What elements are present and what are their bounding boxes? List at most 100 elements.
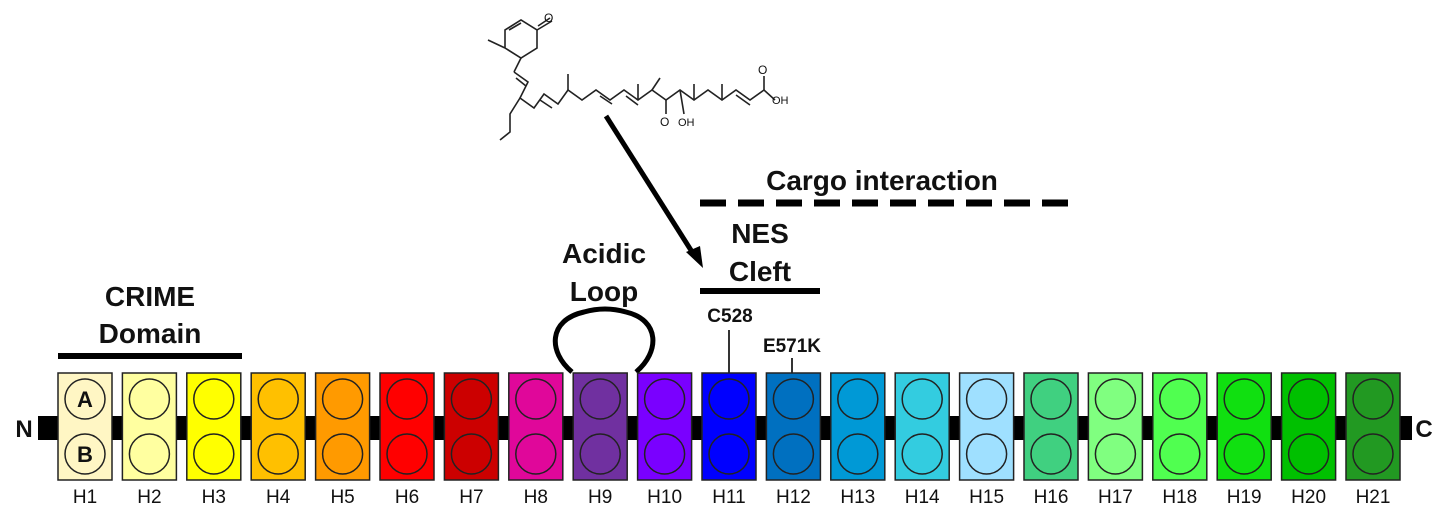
helix-a-circle [579, 378, 621, 420]
helix-label: H12 [776, 487, 811, 508]
helix-repeat-h13: H13 [830, 372, 886, 508]
helix-b-circle [708, 433, 750, 475]
residue-c528-label: C528 [707, 306, 752, 327]
crime-label-line2: Domain [99, 318, 202, 349]
helix-a-circle [321, 378, 364, 420]
helix-b-circle [772, 433, 815, 475]
acid-oh-label: OH [772, 95, 789, 107]
helix-repeat-h5: H5 [314, 372, 371, 508]
helix-b-circle [1094, 433, 1137, 475]
helix-label: H7 [459, 487, 483, 508]
helix-label: H2 [137, 487, 161, 508]
helix-b-circle [450, 433, 493, 475]
ketone-o-label: O [660, 115, 669, 129]
helix-label: H16 [1034, 487, 1069, 508]
methyl-bond [487, 39, 506, 49]
helix-label: H21 [1356, 487, 1391, 508]
methyl-3 [651, 77, 661, 91]
helix-label: H20 [1291, 487, 1326, 508]
helix-b-circle [1030, 433, 1072, 475]
helix-repeat-h9: H9 [572, 372, 628, 508]
helix-repeat-h1: A B H1 [57, 372, 113, 508]
binding-arrow [603, 114, 703, 268]
residue-e571k-label: E571K [763, 336, 821, 357]
helix-b-circle [386, 433, 428, 475]
helix-repeat-h18: H18 [1152, 372, 1208, 508]
helix-label: H8 [524, 487, 548, 508]
helix-repeat-h11: H11 [701, 372, 757, 508]
molecule-structure [487, 17, 776, 141]
helix-repeat-h19: H19 [1216, 372, 1272, 508]
helix-label: H3 [202, 487, 226, 508]
helix-a-circle [64, 378, 106, 420]
helix-repeat-h10: H10 [636, 372, 693, 508]
helix-b-circle [128, 433, 171, 475]
helix-label: H18 [1162, 487, 1197, 508]
helix-label: H10 [647, 487, 682, 508]
helix-label: H1 [73, 487, 97, 508]
double-bond-4 [625, 95, 639, 106]
helix-repeat-h16: H16 [1023, 372, 1079, 508]
helix-a-circle [708, 378, 750, 420]
helix-label: H13 [840, 487, 875, 508]
molecule-o-label: O [544, 11, 553, 25]
helix-b-circle [1159, 433, 1201, 475]
helix-repeat-h17: H17 [1087, 372, 1144, 508]
c-terminus-label: C [1415, 416, 1432, 443]
crime-label-line1: CRIME [105, 281, 195, 312]
nes-label-line1: NES [731, 218, 789, 249]
helix-label: H17 [1098, 487, 1133, 508]
double-bond-1 [515, 77, 527, 87]
hydroxyl-bond [679, 89, 685, 115]
helix-a-circle [1352, 378, 1394, 420]
cargo-interaction-label: Cargo interaction [766, 165, 998, 196]
helix-a-circle [1159, 378, 1201, 420]
chain-link [513, 57, 522, 73]
helix-b-circle [257, 433, 299, 475]
helix-label: H15 [969, 487, 1004, 508]
helix-b-circle [515, 433, 557, 475]
helix-repeat-h3: H3 [186, 372, 242, 508]
helix-a-circle [1223, 378, 1265, 420]
ethyl-group [499, 97, 521, 141]
helix-a-circle [193, 378, 235, 420]
acidic-label-line1: Acidic [562, 238, 646, 269]
helix-repeat-h8: H8 [508, 372, 564, 508]
double-bond-2 [539, 99, 553, 109]
helix-repeat-h12: H12 [765, 372, 822, 508]
double-bond-3 [599, 95, 613, 105]
helix-a-circle [515, 378, 557, 420]
double-bond-5 [735, 94, 751, 106]
helix-label: H9 [588, 487, 612, 508]
helix-label: H6 [395, 487, 419, 508]
helix-a-circle [901, 378, 943, 420]
acidic-loop [552, 306, 656, 374]
helix-a-circle [128, 378, 171, 420]
helix-repeat-h7: H7 [443, 372, 500, 508]
helix-b-circle [321, 433, 364, 475]
helix-a-circle [386, 378, 428, 420]
helix-a-label: A [77, 387, 93, 412]
helix-b-circle [64, 433, 106, 475]
helix-label: H11 [712, 487, 745, 508]
carbonyl-bond [536, 20, 553, 31]
helix-a-circle [643, 378, 686, 420]
helix-label: H4 [266, 487, 291, 508]
helix-repeat-h4: H4 [250, 372, 306, 508]
helix-repeat-h21: H21 [1345, 372, 1401, 508]
helix-repeat-h6: H6 [379, 372, 435, 508]
helix-a-circle [1094, 378, 1137, 420]
acidic-label-line2: Loop [570, 276, 638, 307]
helix-b-label: B [77, 442, 93, 467]
helix-b-circle [1223, 433, 1265, 475]
helix-b-circle [837, 433, 879, 475]
helix-repeat-h2: H2 [121, 372, 178, 508]
helix-label: H14 [905, 487, 940, 508]
helix-repeat-h14: H14 [894, 372, 950, 508]
carbonyl-bond-2 [537, 17, 551, 27]
helix-b-circle [965, 433, 1008, 475]
nes-label-line2: Cleft [729, 256, 791, 287]
